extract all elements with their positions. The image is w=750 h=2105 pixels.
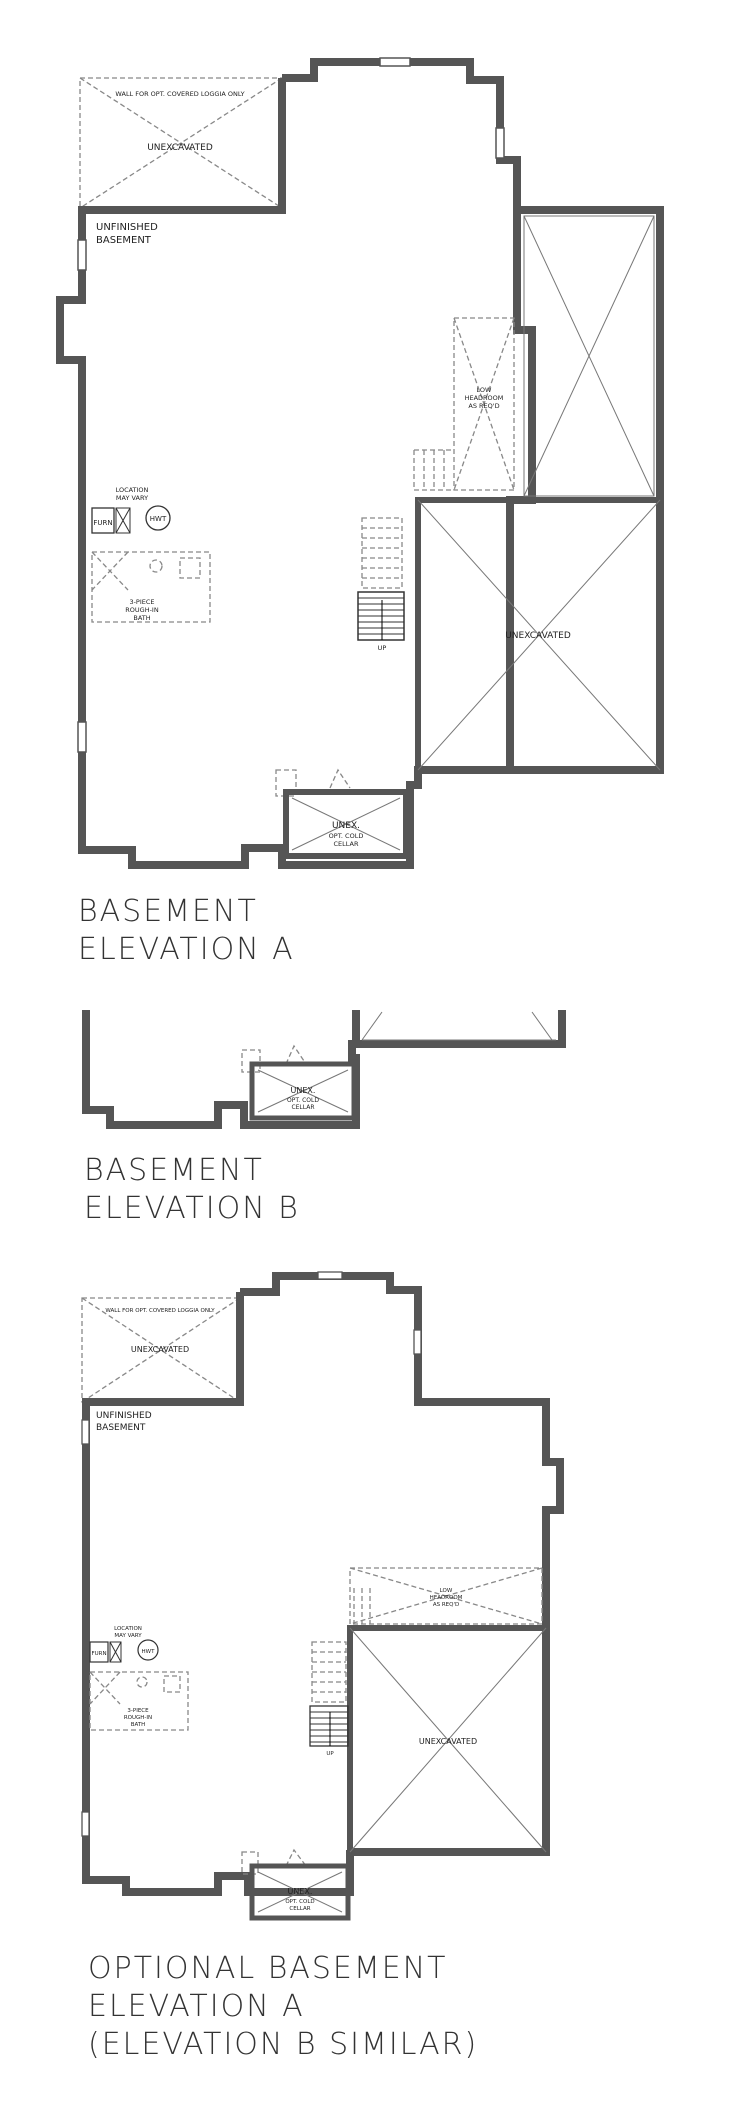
low-headroom-label-opt-2: HEADROOM: [430, 1595, 463, 1601]
unfinished-label-opt-2: BASEMENT: [96, 1423, 146, 1433]
stairs-opt: UP: [309, 1641, 349, 1757]
cold-cellar-label: OPT. COLD: [329, 832, 364, 840]
plan-b-title-line1: BASEMENT: [84, 1153, 264, 1188]
unex-label-opt: UNEX.: [288, 1887, 313, 1896]
furn-label-opt: FURN: [91, 1651, 106, 1657]
stairs-a: UP: [357, 517, 405, 652]
window-right: [495, 127, 505, 159]
low-headroom-label-2: HEADROOM: [465, 394, 504, 402]
window-top: [379, 57, 411, 67]
cold-cellar-opt: [249, 1863, 351, 1921]
window-left-1: [77, 239, 87, 271]
plan-opt-title-line1: OPTIONAL BASEMENT: [88, 1951, 448, 1986]
bath-label-2: ROUGH-IN: [125, 606, 159, 614]
loggia-wall-label-opt: WALL FOR OPT. COVERED LOGGIA ONLY: [105, 1308, 215, 1314]
plan-opt-title-line3: (ELEVATION B SIMILAR): [88, 2027, 479, 2062]
unexcavated-right-label-opt: UNEXCAVATED: [419, 1737, 477, 1746]
cold-cellar-label-opt: OPT. COLD: [285, 1899, 314, 1905]
low-headroom-label-opt-3: AS REQ'D: [433, 1602, 459, 1608]
plan-b-title: BASEMENT ELEVATION B: [84, 1152, 300, 1228]
plan-optional: WALL FOR OPT. COVERED LOGGIA ONLY UNEXCA…: [81, 1271, 564, 1921]
furnace: [91, 507, 115, 534]
low-headroom-label: LOW: [477, 386, 493, 394]
unfinished-label-2: BASEMENT: [96, 235, 152, 246]
location-label-opt: LOCATION: [114, 1626, 142, 1632]
bath-label-opt-2: ROUGH-IN: [124, 1715, 152, 1721]
cold-cellar-a: [283, 789, 409, 859]
cold-cellar-label-opt-2: CELLAR: [289, 1906, 310, 1912]
up-label: UP: [378, 644, 387, 652]
furn-label: FURN: [93, 519, 112, 527]
plan-b: UNEX. OPT. COLD CELLAR: [82, 1010, 566, 1129]
location-label-2: MAY VARY: [116, 494, 148, 502]
low-headroom-label-opt: LOW: [440, 1588, 453, 1594]
location-label-opt-2: MAY VARY: [114, 1633, 142, 1639]
plan-opt-title: OPTIONAL BASEMENT ELEVATION A (ELEVATION…: [88, 1950, 478, 2064]
bath-label-3: BATH: [133, 614, 150, 622]
unfinished-label-opt: UNFINISHED: [96, 1411, 152, 1421]
up-label-opt: UP: [326, 1751, 334, 1757]
plan-a-title: BASEMENT ELEVATION A: [78, 893, 295, 969]
plan-b-title-line2: ELEVATION B: [84, 1191, 300, 1226]
location-label: LOCATION: [116, 486, 149, 494]
unexcavated-right-box-opt: [347, 1625, 549, 1855]
hwt-tank: [145, 505, 171, 531]
low-headroom-label-3: AS REQ'D: [468, 402, 499, 410]
plan-opt-exterior-wall: [82, 1272, 564, 1896]
plan-b-exterior-wall: [82, 1010, 566, 1129]
bath-label-opt: 3-PIECE: [127, 1708, 149, 1714]
low-headroom-zone: [453, 317, 515, 491]
unexcavated-right-box: [415, 497, 663, 773]
loggia-wall-label: WALL FOR OPT. COVERED LOGGIA ONLY: [115, 90, 244, 98]
cold-cellar-label-2: CELLAR: [333, 840, 358, 848]
plan-a: WALL FOR OPT. COVERED LOGGIA ONLY UNEXCA…: [56, 57, 664, 869]
rough-in-bath: [91, 551, 211, 623]
hwt-label-opt: HWT: [142, 1649, 156, 1655]
bath-label: 3-PIECE: [129, 598, 154, 606]
furnace-opt: [89, 1641, 109, 1663]
unfinished-label: UNFINISHED: [96, 222, 158, 233]
unexcavated-right-label: UNEXCAVATED: [505, 631, 571, 641]
cold-cellar-label-b: OPT. COLD: [287, 1097, 319, 1104]
cold-cellar-label-b-2: CELLAR: [291, 1104, 314, 1111]
unex-label-b: UNEX.: [291, 1086, 316, 1095]
cold-cellar-b: [249, 1061, 357, 1121]
window-left-2: [77, 721, 87, 753]
low-headroom-zone-opt: [349, 1567, 543, 1625]
hwt-tank-opt: [137, 1639, 159, 1661]
unexcavated-top-label: UNEXCAVATED: [147, 143, 213, 153]
hwt-label: HWT: [150, 515, 167, 523]
unexcavated-top-label-opt: UNEXCAVATED: [131, 1345, 189, 1354]
rough-in-bath-opt: [89, 1671, 189, 1731]
bath-label-opt-3: BATH: [131, 1722, 146, 1728]
unex-label: UNEX.: [332, 821, 360, 831]
plan-a-exterior-wall: [56, 58, 664, 869]
plan-opt-title-line2: ELEVATION A: [88, 1989, 305, 2024]
plan-a-title-line1: BASEMENT: [78, 894, 258, 929]
plan-a-title-line2: ELEVATION A: [78, 932, 295, 967]
